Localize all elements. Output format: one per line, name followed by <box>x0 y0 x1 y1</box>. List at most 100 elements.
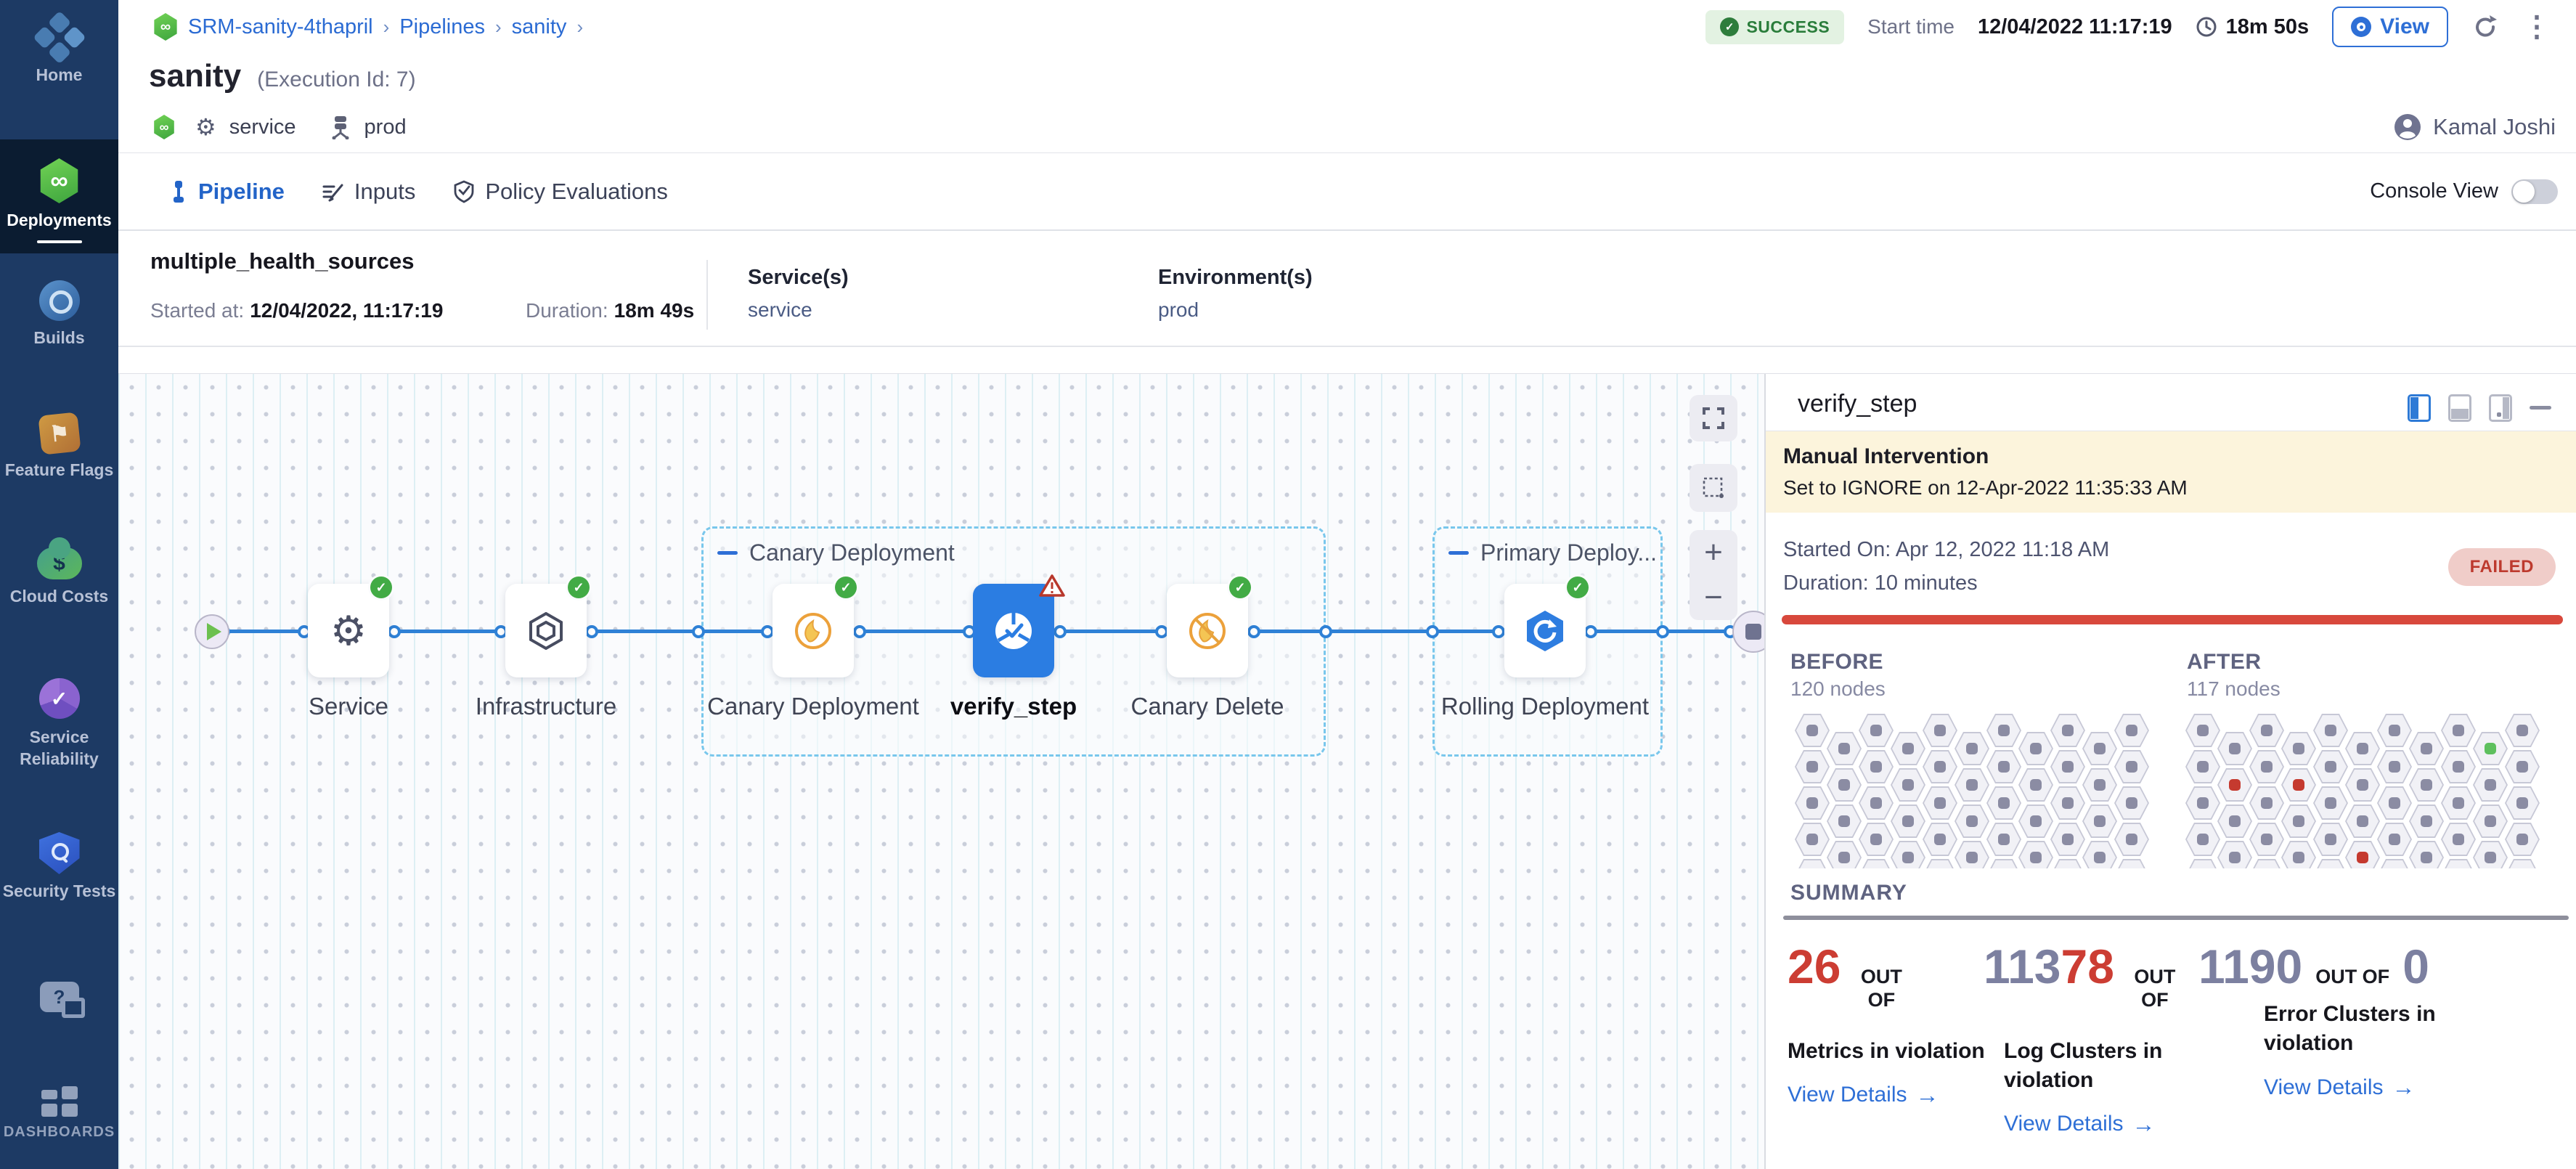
hex-cell[interactable] <box>2473 768 2508 802</box>
hex-cell[interactable] <box>1986 750 2021 783</box>
zoom-in-button[interactable]: + <box>1704 534 1723 570</box>
hex-cell[interactable] <box>2409 768 2444 802</box>
hex-cell[interactable] <box>2473 841 2508 868</box>
collapse-dash-icon[interactable] <box>717 551 738 555</box>
hex-cell[interactable] <box>1827 732 1862 765</box>
hex-cell[interactable] <box>2082 732 2117 765</box>
hex-cell[interactable] <box>2249 786 2284 820</box>
hex-cell[interactable] <box>2345 732 2380 765</box>
hex-cell[interactable] <box>1859 823 1894 856</box>
hex-cell[interactable] <box>2114 786 2149 820</box>
hex-cell[interactable] <box>2441 859 2476 868</box>
environment-link[interactable]: prod <box>1158 298 1199 321</box>
hex-cell[interactable] <box>2082 768 2117 802</box>
kebab-menu-icon[interactable]: ⋮ <box>2522 11 2551 43</box>
hex-cell[interactable] <box>2505 714 2540 747</box>
hex-cell[interactable] <box>1795 859 1830 868</box>
view-details-link[interactable]: View Details→ <box>2004 1110 2156 1137</box>
hex-cell[interactable] <box>2018 805 2053 838</box>
tab-policy-evaluations[interactable]: Policy Evaluations <box>453 179 668 205</box>
hex-cell[interactable] <box>1986 823 2021 856</box>
hex-cell[interactable] <box>1891 768 1925 802</box>
pipeline-canvas[interactable]: Canary Deployment Primary Deploy... ⚙ ✓ … <box>118 374 1764 1169</box>
hex-cell[interactable] <box>2185 859 2220 868</box>
hex-cell[interactable] <box>2505 750 2540 783</box>
node-rolling-deployment[interactable]: ✓ <box>1504 577 1589 677</box>
hex-cell[interactable] <box>1955 732 1989 765</box>
hex-cell[interactable] <box>1986 786 2021 820</box>
environment-tag[interactable]: prod <box>364 115 407 139</box>
refresh-icon[interactable] <box>2471 13 2499 41</box>
hex-cell[interactable] <box>1891 732 1925 765</box>
view-details-link[interactable]: View Details→ <box>1788 1081 1939 1108</box>
hex-cell[interactable] <box>2018 841 2053 868</box>
view-button[interactable]: View <box>2332 7 2448 47</box>
tab-inputs[interactable]: Inputs <box>322 179 415 205</box>
hex-cell[interactable] <box>1827 768 1862 802</box>
hex-cell[interactable] <box>2249 750 2284 783</box>
node-canary-deployment[interactable]: ✓ <box>773 577 857 677</box>
hex-cell[interactable] <box>2217 732 2252 765</box>
hex-cell[interactable] <box>1923 750 1957 783</box>
hex-cell[interactable] <box>1795 750 1830 783</box>
hex-cell[interactable] <box>1795 714 1830 747</box>
layout-bottom-view-icon[interactable] <box>2448 394 2471 422</box>
node-verify-step[interactable] <box>973 574 1065 677</box>
hex-cell[interactable] <box>1955 768 1989 802</box>
console-view-toggle[interactable] <box>2511 179 2558 204</box>
hex-cell[interactable] <box>2377 859 2412 868</box>
hex-cell[interactable] <box>2345 841 2380 868</box>
hex-cell[interactable] <box>2409 805 2444 838</box>
hex-cell[interactable] <box>2082 805 2117 838</box>
service-link[interactable]: service <box>748 298 812 321</box>
breadcrumb-pipelines[interactable]: Pipelines <box>399 15 485 38</box>
hex-cell[interactable] <box>1986 714 2021 747</box>
hex-cell[interactable] <box>2377 750 2412 783</box>
sidebar-item-service-reliability[interactable]: ✓ Service Reliability <box>0 678 118 770</box>
hex-cell[interactable] <box>2313 859 2348 868</box>
hex-cell[interactable] <box>2473 732 2508 765</box>
hex-cell[interactable] <box>2505 786 2540 820</box>
hex-cell[interactable] <box>2185 786 2220 820</box>
hex-cell[interactable] <box>1986 859 2021 868</box>
hex-cell[interactable] <box>2281 841 2316 868</box>
hex-cell[interactable] <box>2185 750 2220 783</box>
hex-cell[interactable] <box>2281 732 2316 765</box>
hex-cell[interactable] <box>2505 823 2540 856</box>
collapse-dash-icon[interactable] <box>1448 551 1469 555</box>
hex-cell[interactable] <box>1891 841 1925 868</box>
hex-cell[interactable] <box>2377 786 2412 820</box>
hex-cell[interactable] <box>1923 786 1957 820</box>
view-details-link[interactable]: View Details→ <box>2264 1074 2416 1100</box>
summary-scrollbar[interactable] <box>1783 916 2569 920</box>
hex-cell[interactable] <box>2473 805 2508 838</box>
hex-cell[interactable] <box>2345 805 2380 838</box>
hex-cell[interactable] <box>1955 805 1989 838</box>
hex-cell[interactable] <box>2217 841 2252 868</box>
node-canary-delete[interactable]: ✓ <box>1167 577 1251 677</box>
hex-cell[interactable] <box>2249 714 2284 747</box>
breadcrumb-project[interactable]: SRM-sanity-4thapril <box>188 15 373 38</box>
hex-cell[interactable] <box>2281 768 2316 802</box>
hex-cell[interactable] <box>2249 823 2284 856</box>
node-service[interactable]: ⚙ ✓ <box>308 577 392 677</box>
sidebar-item-feature-flags[interactable]: ⚑ Feature Flags <box>0 412 118 480</box>
hex-cell[interactable] <box>2114 750 2149 783</box>
hex-cell[interactable] <box>1955 841 1989 868</box>
hex-cell[interactable] <box>2441 714 2476 747</box>
hex-cell[interactable] <box>1923 859 1957 868</box>
hex-cell[interactable] <box>2281 805 2316 838</box>
hex-cell[interactable] <box>2185 823 2220 856</box>
hex-cell[interactable] <box>1795 823 1830 856</box>
hex-cell[interactable] <box>2313 786 2348 820</box>
hex-cell[interactable] <box>2313 714 2348 747</box>
sidebar-item-help[interactable]: ? <box>0 982 118 1018</box>
breadcrumb-pipeline-name[interactable]: sanity <box>511 15 567 38</box>
sidebar-item-builds[interactable]: Builds <box>0 280 118 348</box>
hex-cell[interactable] <box>2114 859 2149 868</box>
minimize-icon[interactable] <box>2530 406 2551 410</box>
hex-cell[interactable] <box>2217 768 2252 802</box>
start-node[interactable] <box>195 614 229 649</box>
fit-selection-button[interactable] <box>1690 464 1737 512</box>
hex-cell[interactable] <box>1859 859 1894 868</box>
